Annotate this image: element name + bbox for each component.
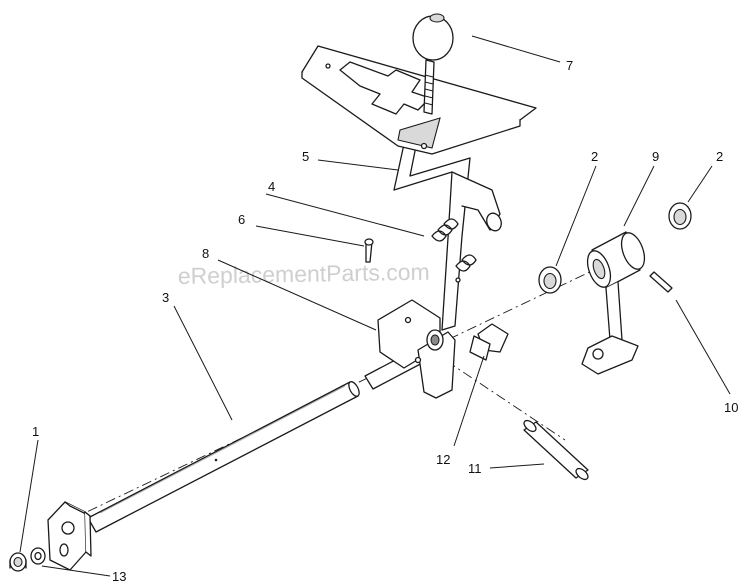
callout-13: 13	[112, 569, 126, 584]
callout-12: 12	[436, 452, 450, 467]
part-10-pin	[649, 271, 673, 293]
part-11-pin	[523, 419, 589, 481]
callout-10: 10	[724, 400, 738, 415]
part-5-shift-lever	[393, 143, 502, 331]
callout-7: 7	[566, 58, 573, 73]
part-7-knob	[412, 13, 454, 115]
callout-3: 3	[162, 290, 169, 305]
part-8-bracket	[377, 299, 456, 399]
part-6-pin	[364, 238, 374, 263]
part-13-washer	[30, 547, 46, 565]
callout-2-right: 2	[716, 149, 723, 164]
shaft-end-plate	[47, 501, 92, 571]
part-2-bushing-right	[668, 202, 692, 230]
callout-6: 6	[238, 212, 245, 227]
callout-2-left: 2	[591, 149, 598, 164]
callout-numbers: 1 2 2 3 4 5 6 7 8 9 10 11 12 13	[32, 58, 738, 584]
callout-1: 1	[32, 424, 39, 439]
part-9-collar	[581, 231, 646, 375]
callout-4: 4	[268, 179, 275, 194]
part-3-shaft	[87, 346, 429, 533]
part-7-shift-plate	[301, 45, 537, 155]
part-12-bolt	[469, 323, 509, 361]
part-2-bushing-left	[538, 266, 562, 294]
callout-8: 8	[202, 246, 209, 261]
callout-5: 5	[302, 149, 309, 164]
watermark: eReplacementParts.com	[178, 259, 430, 289]
part-1-nut	[9, 552, 27, 572]
callout-9: 9	[652, 149, 659, 164]
part-4-spring	[431, 218, 477, 272]
leader-lines	[19, 35, 731, 577]
callout-11: 11	[468, 461, 482, 476]
